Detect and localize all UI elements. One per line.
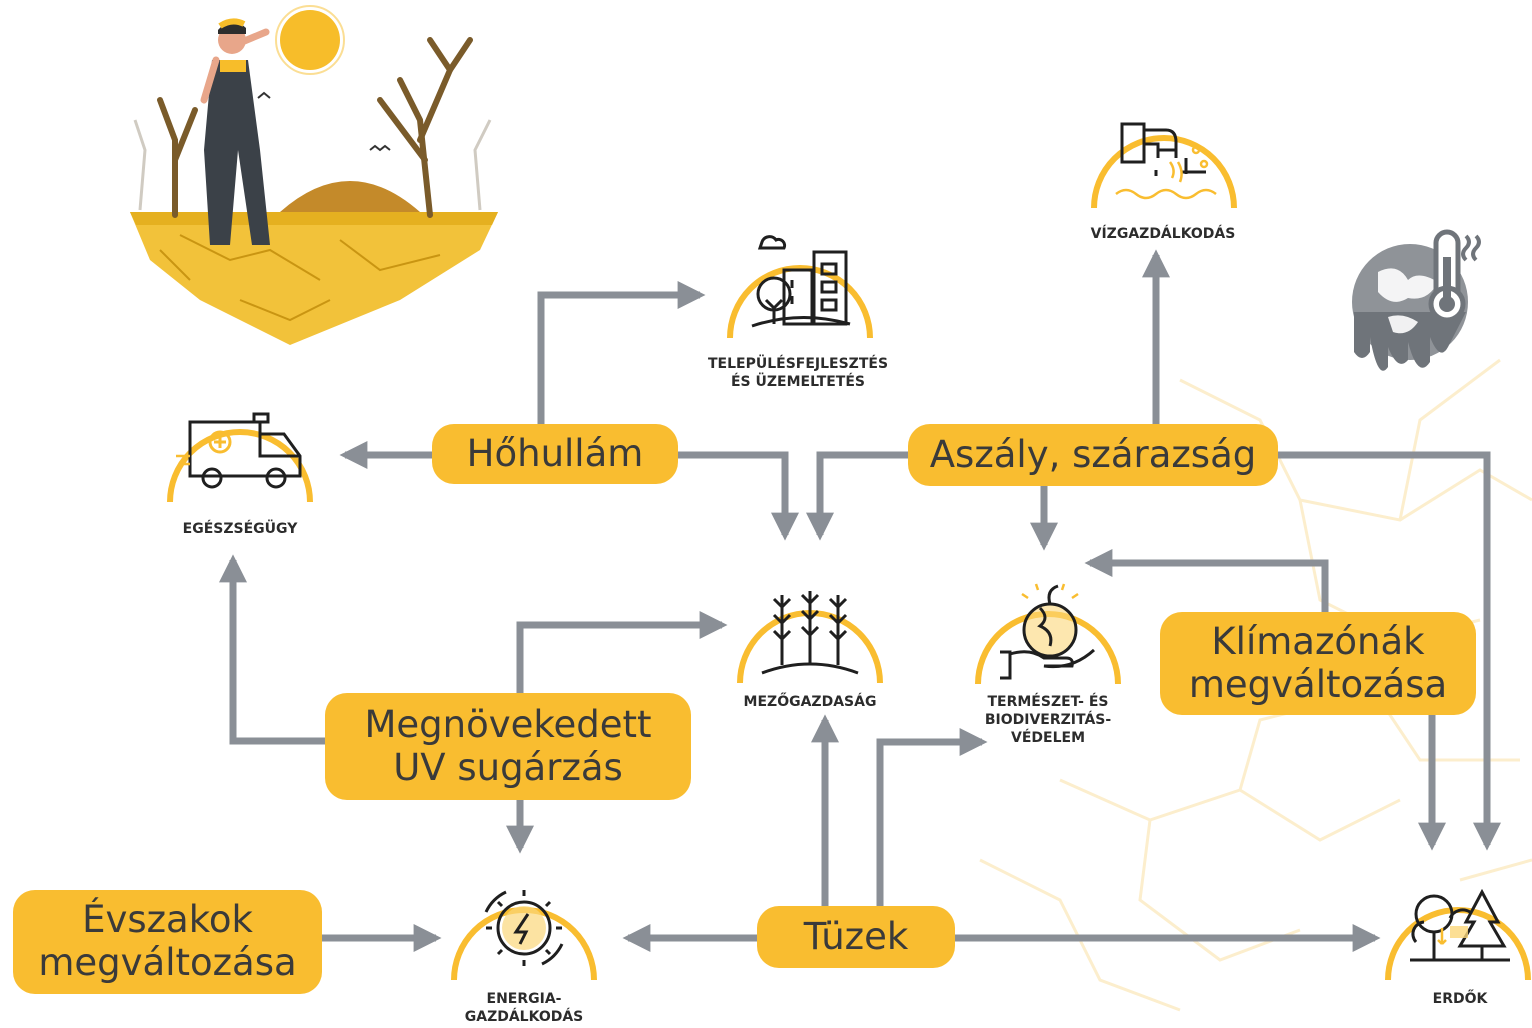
melting-globe-thermometer-icon <box>1352 229 1481 371</box>
cause-klima-line1: Klímazónák <box>1211 619 1425 663</box>
cause-evszakok-line1: Évszakok <box>82 898 253 942</box>
ambulance-icon <box>167 412 313 503</box>
sector-label-egeszseg: EGÉSZSÉGÜGY <box>183 520 298 538</box>
sector-label-telepules-line2: ÉS ÜZEMELTETÉS <box>730 374 866 391</box>
arrow-uv-mezo <box>516 611 728 693</box>
arrow-aszaly-mezo <box>806 451 908 541</box>
energy-gear-icon <box>451 890 597 981</box>
sector-label-energia-line2: GAZDÁLKODÁS <box>464 1009 584 1026</box>
arrow-aszaly-erdok <box>1278 451 1501 851</box>
sector-telepulesfejlesztes <box>722 220 878 340</box>
cause-uv-line1: Megnövekedett <box>364 702 652 746</box>
cause-uv-sugarzas: Megnövekedett UV sugárzás <box>325 693 691 800</box>
wheat-crops-icon <box>737 591 883 684</box>
sector-label-energia: ENERGIA- GAZDÁLKODÁS <box>465 990 584 1026</box>
sector-label-termeszet-line3: VÉDELEM <box>1011 730 1085 747</box>
cause-aszaly-text: Aszály, szárazság <box>929 432 1257 476</box>
city-buildings-icon <box>727 235 873 339</box>
cause-uv-line2: UV sugárzás <box>393 745 623 789</box>
arrow-hohullam-telepules <box>537 281 706 424</box>
sector-vizgazdalkodas <box>1086 90 1242 210</box>
sector-label-mezo: MEZŐGAZDASÁG <box>744 693 877 711</box>
cause-aszaly: Aszály, szárazság <box>908 424 1278 486</box>
arrow-tuzek-termeszet <box>876 728 988 906</box>
sector-label-telepules: TELEPÜLÉSFEJLESZTÉS ÉS ÜZEMELTETÉS <box>708 355 888 391</box>
cause-evszakok-line2: megváltozása <box>38 941 297 984</box>
arrow-klima-termeszet <box>1084 549 1329 612</box>
sector-label-viz-text: VÍZGAZDÁLKODÁS <box>1090 226 1236 242</box>
cause-tuzek-text: Tüzek <box>803 914 909 958</box>
cause-klima-line2: megváltozása <box>1188 662 1448 706</box>
sector-label-erdok: ERDŐK <box>1433 990 1488 1008</box>
sector-energiagazdalkodas <box>446 852 602 982</box>
arrow-uv-egeszseg <box>219 554 325 745</box>
water-pipe-icon <box>1091 122 1237 209</box>
arrow-hohullam-mezo <box>678 451 799 541</box>
sector-label-termeszet-line2: BIODIVERZITÁS- <box>984 712 1112 729</box>
sector-label-termeszet-line1: TERMÉSZET- ÉS <box>987 694 1109 710</box>
sector-erdok <box>1380 852 1532 982</box>
sector-label-telepules-line1: TELEPÜLÉSFEJLESZTÉS <box>707 356 889 372</box>
cause-evszakok: Évszakok megváltozása <box>13 890 322 994</box>
forest-trees-icon <box>1385 888 1531 981</box>
sector-mezogazdasag <box>732 555 888 685</box>
sector-label-egeszseg-text: EGÉSZSÉGÜGY <box>182 521 298 537</box>
cause-klimazonak: Klímazónák megváltozása <box>1160 612 1476 715</box>
hand-earth-icon <box>975 583 1121 685</box>
cause-tuzek: Tüzek <box>757 906 955 968</box>
drought-farmer-illustration <box>130 5 498 345</box>
sector-egeszsegugy <box>162 384 318 504</box>
sector-termeszetvedelem <box>970 558 1126 686</box>
sector-label-energia-line1: ENERGIA- <box>486 991 562 1007</box>
cause-hohullam-text: Hőhullám <box>466 431 644 475</box>
sector-label-termeszet: TERMÉSZET- ÉS BIODIVERZITÁS- VÉDELEM <box>985 693 1111 748</box>
sector-label-mezo-text: MEZŐGAZDASÁG <box>743 694 877 710</box>
cause-hohullam: Hőhullám <box>432 424 678 484</box>
sector-label-erdok-text: ERDŐK <box>1432 991 1488 1007</box>
sector-label-viz: VÍZGAZDÁLKODÁS <box>1091 225 1236 243</box>
